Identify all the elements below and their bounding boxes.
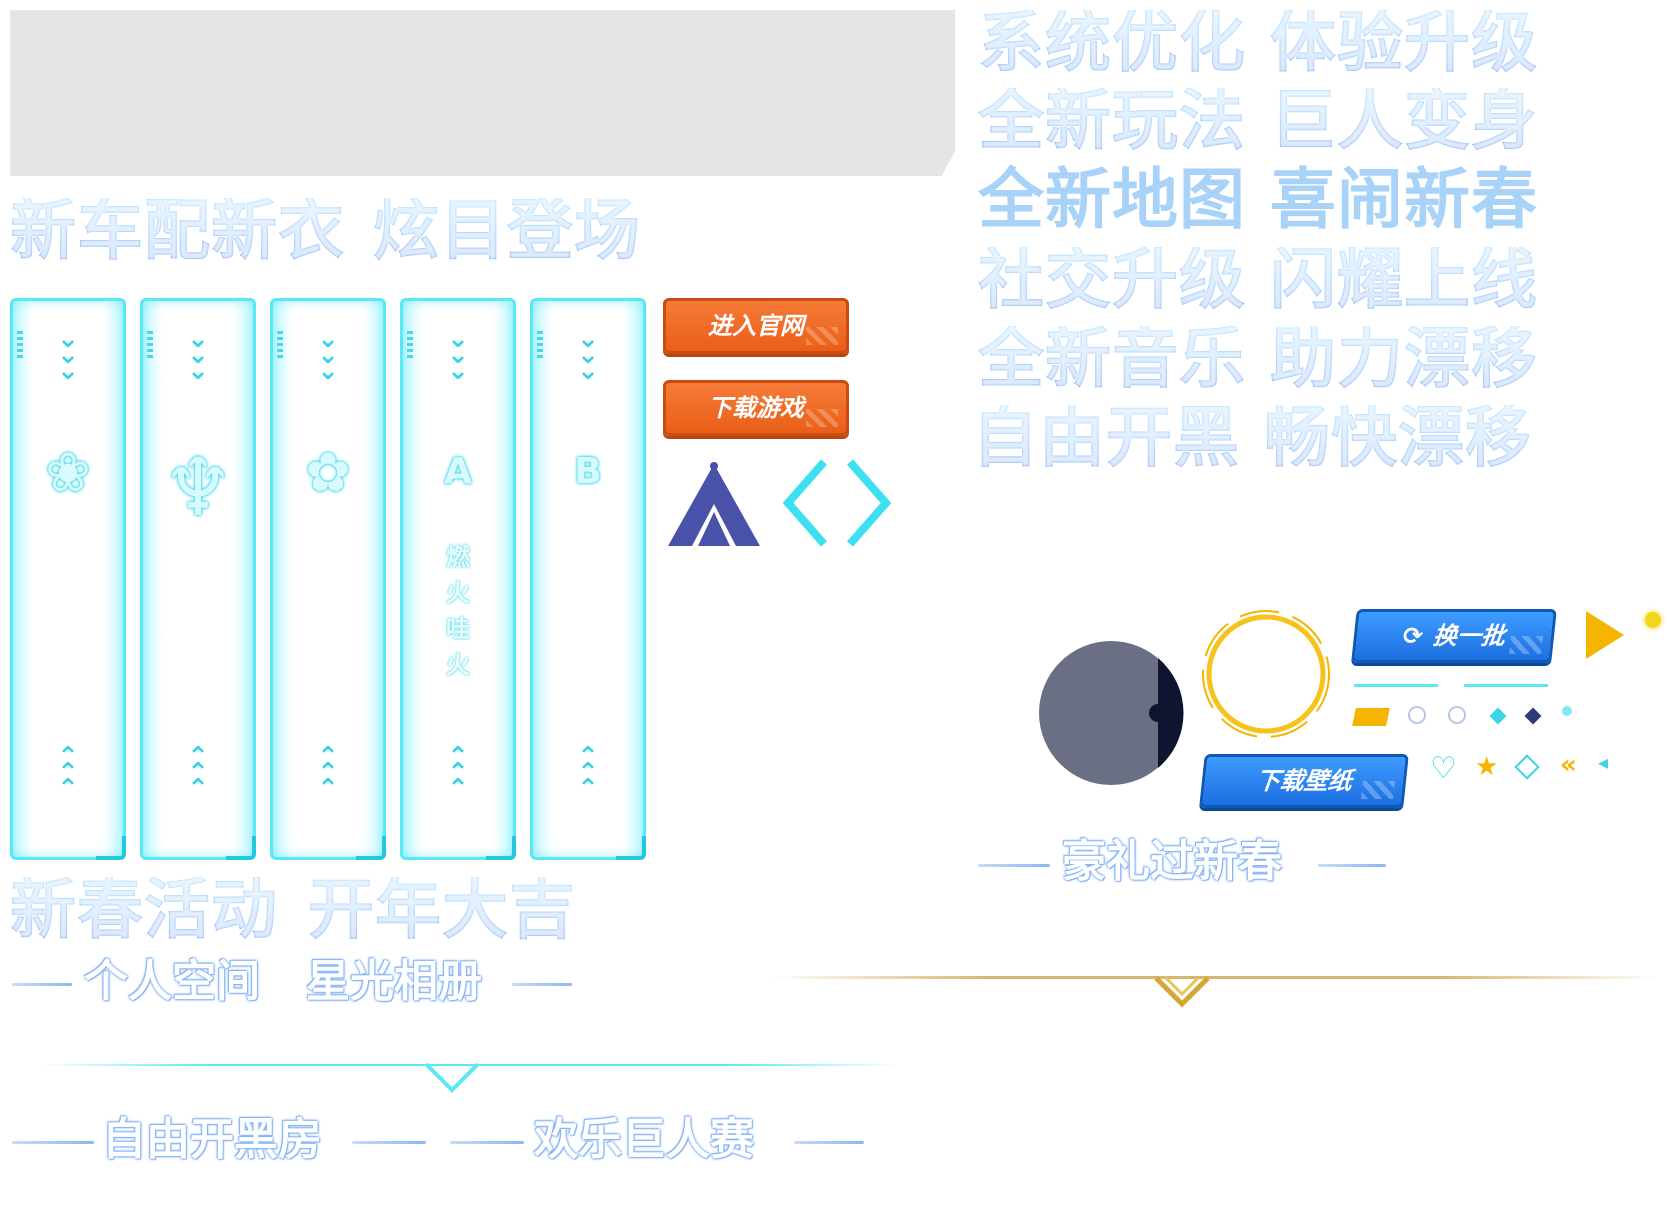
gold-ring-frame [1202, 610, 1330, 738]
divider-line [978, 864, 1050, 867]
slogan-new-music: 全新音乐 [978, 320, 1246, 397]
play-triangle-icon[interactable] [1582, 607, 1628, 663]
avatar-placeholder [1039, 641, 1184, 785]
cyan-dash [1354, 684, 1438, 687]
chevron-up-icon: ⌃⌃⌃ [57, 742, 79, 804]
divider-line [352, 1141, 426, 1144]
slogan-experience-up: 体验升级 [1270, 4, 1538, 81]
enter-official-site-button[interactable]: 进入官网 [663, 298, 849, 354]
slogan-social-up: 社交升级 [978, 241, 1246, 318]
chevron-up-icon: ⌃⌃⌃ [187, 742, 209, 804]
gold-tag-icon [1352, 708, 1390, 726]
download-game-button[interactable]: 下载游戏 [663, 380, 849, 436]
pause-icon[interactable] [1408, 706, 1426, 724]
panel-ticks [147, 331, 153, 359]
gold-chevron-down-icon [1154, 976, 1210, 1008]
personal-space-title: 个人空间 [84, 956, 260, 1007]
left-right-arrows-icon[interactable] [782, 458, 892, 548]
chevron-down-icon [424, 1062, 480, 1093]
divider-line [12, 1141, 94, 1144]
star-album-title: 星光相册 [306, 956, 482, 1007]
chevron-down-icon: ⌄⌄⌄ [187, 324, 209, 386]
divider-line [12, 983, 72, 986]
cyan-dash [1464, 684, 1548, 687]
panel-ticks [537, 331, 543, 359]
slogan-system-opt: 系统优化 [978, 4, 1246, 81]
flower-emblem-icon: ✿ [305, 441, 351, 504]
glow-dot-icon [1645, 612, 1661, 628]
chevron-down-icon: ⌄⌄⌄ [57, 324, 79, 386]
wing-b-emblem-icon: B [574, 451, 602, 492]
panel-ticks [17, 331, 23, 359]
download-wallpaper-button[interactable]: 下载壁纸 [1199, 754, 1409, 808]
slogan-new-car: 新车配新衣 [10, 192, 345, 269]
banner-placeholder [10, 10, 955, 176]
wing-a-emblem-icon: A [444, 451, 472, 492]
panel-5[interactable]: ⌄⌄⌄ B ⌃⌃⌃ [530, 298, 646, 860]
star-icon[interactable]: ★ [1475, 752, 1499, 782]
slogan-shine-online: 闪耀上线 [1270, 241, 1538, 318]
panel-2[interactable]: ⌄⌄⌄ ♆ ⌃⌃⌃ [140, 298, 256, 860]
giant-race-title: 欢乐巨人赛 [534, 1114, 754, 1165]
panel-4[interactable]: ⌄⌄⌄ A 燃火哇火 ⌃⌃⌃ [400, 298, 516, 860]
divider-line [1318, 864, 1386, 867]
cyan-divider [40, 1064, 900, 1066]
paw-emblem-icon: ❀ [45, 441, 91, 504]
divider-line [450, 1141, 524, 1144]
gold-divider [770, 976, 1660, 979]
slogan-giant-transform: 巨人变身 [1270, 82, 1538, 159]
cyan-diamond-icon [1489, 707, 1507, 725]
scepter-emblem-icon: ♆ [162, 441, 234, 534]
tent-icon [668, 462, 760, 546]
slogan-spring-activity: 新春活动 [10, 871, 278, 948]
slogan-new-year-luck: 开年大吉 [308, 871, 576, 948]
slogan-drift-boost: 助力漂移 [1270, 320, 1538, 397]
divider-line [512, 983, 572, 986]
chevron-up-icon: ⌃⌃⌃ [447, 742, 469, 804]
diamond-outline-icon [1514, 754, 1540, 780]
panel-corner [356, 836, 386, 860]
slogan-smooth-drift: 畅快漂移 [1264, 399, 1532, 476]
panel-vertical-text: 燃火哇火 [446, 543, 470, 679]
slogan-dazzling: 炫目登场 [373, 192, 641, 269]
panel-corner [616, 836, 646, 860]
gift-title: 豪礼过新春 [1062, 836, 1282, 887]
chevron-down-icon: ⌄⌄⌄ [447, 324, 469, 386]
divider-line [794, 1141, 864, 1144]
panel-1[interactable]: ⌄⌄⌄ ❀ ⌃⌃⌃ [10, 298, 126, 860]
heart-icon[interactable]: ♡ [1430, 751, 1457, 786]
play-icon[interactable] [1448, 706, 1466, 724]
panel-corner [226, 836, 256, 860]
panel-corner [486, 836, 516, 860]
chevron-down-icon: ⌄⌄⌄ [577, 324, 599, 386]
navy-diamond-icon [1524, 707, 1542, 725]
double-left-icon[interactable]: « [1560, 750, 1577, 780]
change-batch-button[interactable]: ⟳换一批 [1351, 609, 1557, 663]
slogan-free-team: 自由开黑 [972, 399, 1240, 476]
chevron-down-icon: ⌄⌄⌄ [317, 324, 339, 386]
slogan-new-play: 全新玩法 [978, 82, 1246, 159]
small-dot-icon [1562, 706, 1572, 716]
panel-corner [96, 836, 126, 860]
chevron-up-icon: ⌃⌃⌃ [317, 742, 339, 804]
refresh-icon: ⟳ [1401, 622, 1425, 650]
panel-3[interactable]: ⌄⌄⌄ ✿ ⌃⌃⌃ [270, 298, 386, 860]
free-room-title: 自由开黑房 [102, 1114, 322, 1165]
slogan-spring-festive: 喜闹新春 [1270, 161, 1538, 238]
small-left-icon[interactable]: ◂ [1598, 750, 1609, 774]
chevron-up-icon: ⌃⌃⌃ [577, 742, 599, 804]
slogan-new-map: 全新地图 [978, 161, 1246, 238]
panel-ticks [407, 331, 413, 359]
panel-ticks [277, 331, 283, 359]
